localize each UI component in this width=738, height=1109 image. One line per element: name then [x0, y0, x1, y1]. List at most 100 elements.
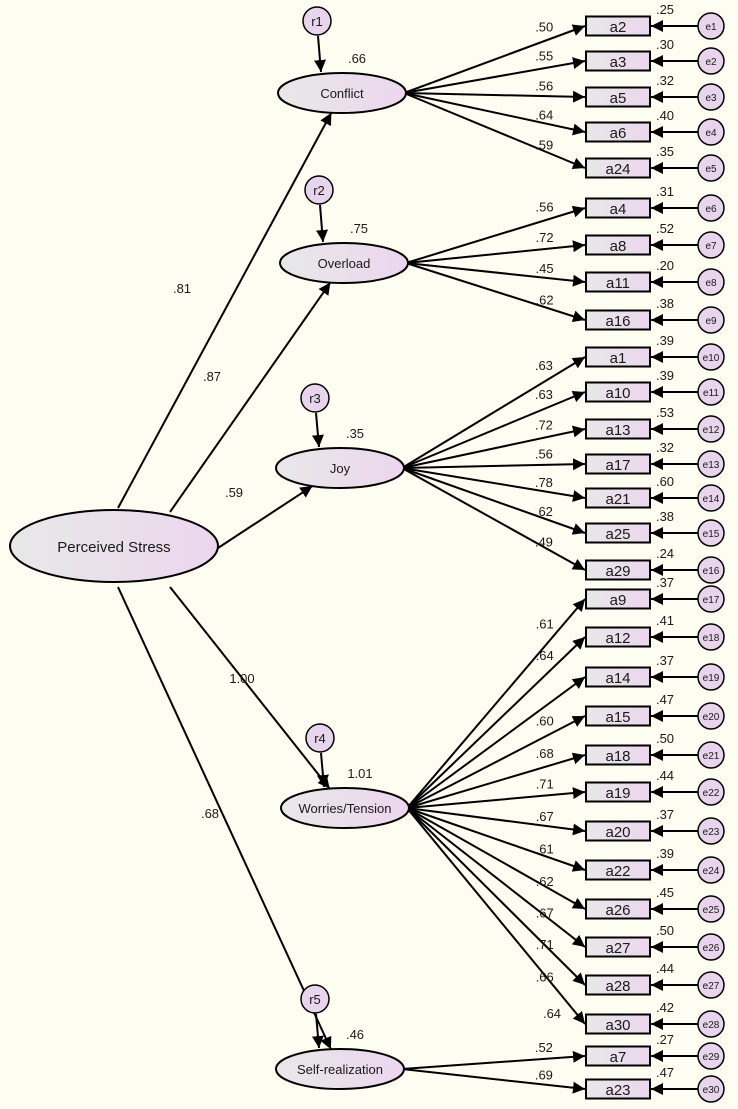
- error-circle: [697, 194, 725, 222]
- error-label: e4: [705, 128, 717, 139]
- observed-item-label: a26: [605, 902, 630, 919]
- error-circle: [697, 585, 725, 613]
- error-label: e9: [705, 316, 717, 327]
- observed-item-label: a23: [605, 1082, 630, 1099]
- error-circle: [697, 83, 725, 111]
- item-loading-label: .50: [535, 19, 553, 34]
- observed-item-label: a15: [605, 709, 630, 726]
- observed-item-label: a30: [605, 1017, 630, 1034]
- root-path-arrow: [169, 281, 332, 513]
- item-loading-arrow: [406, 807, 586, 986]
- item-loading-arrow: [405, 262, 586, 287]
- observed-item-label: a19: [605, 785, 630, 802]
- error-label: e22: [703, 788, 720, 799]
- observed-item-box: [585, 346, 651, 368]
- factor-r2-label: .46: [346, 1027, 364, 1042]
- item-r2-label: .44: [656, 768, 674, 783]
- item-loading-label: .68: [536, 746, 554, 761]
- error-circle: [697, 415, 725, 443]
- factor-r2-label: .75: [350, 221, 368, 236]
- residual-arrow: [311, 412, 324, 448]
- item-r2-label: .50: [656, 731, 674, 746]
- factor-r2-label: .66: [348, 51, 366, 66]
- item-loading-arrow: [401, 1050, 586, 1070]
- item-loading-label: .49: [535, 535, 553, 550]
- error-circle: [697, 1075, 725, 1103]
- factor-r2-label: .35: [346, 426, 364, 441]
- observed-item-label: a18: [605, 748, 630, 765]
- item-loading-label: .67: [536, 905, 554, 920]
- observed-item-box: [585, 936, 651, 958]
- observed-item-box: [585, 522, 651, 544]
- error-label: e11: [703, 388, 719, 399]
- observed-item-label: a11: [606, 275, 630, 292]
- residual-circle: [300, 383, 330, 413]
- item-loading-arrow: [406, 787, 586, 809]
- item-r2-label: .60: [656, 474, 674, 489]
- observed-item-box: [585, 744, 651, 766]
- latent-factor: [277, 72, 407, 114]
- item-loading-arrow: [401, 356, 586, 469]
- item-loading-label: .69: [535, 1068, 553, 1083]
- latent-factor: [275, 447, 405, 489]
- error-label: e3: [705, 93, 717, 104]
- error-circle: [697, 154, 725, 182]
- item-loading-label: .66: [536, 969, 554, 984]
- observed-item-label: a3: [610, 54, 627, 71]
- item-loading-label: .62: [535, 504, 553, 519]
- latent-label: Perceived Stress: [57, 539, 170, 556]
- item-loading-label: .60: [536, 714, 554, 729]
- observed-item-box: [585, 15, 651, 37]
- observed-item-box: [585, 898, 651, 920]
- item-loading-arrow: [406, 807, 586, 872]
- error-circle: [697, 556, 725, 584]
- item-r2-label: .47: [656, 692, 674, 707]
- observed-item-box: [585, 271, 651, 293]
- error-circle: [697, 895, 725, 923]
- factor-label: Joy: [330, 461, 351, 476]
- observed-item-box: [585, 381, 651, 403]
- error-label: e25: [703, 905, 720, 916]
- residual-circle: [304, 175, 334, 205]
- observed-item-label: a1: [610, 350, 627, 367]
- error-circle: [697, 484, 725, 512]
- item-r2-label: .30: [656, 37, 674, 52]
- error-label: e12: [703, 425, 720, 436]
- error-circle: [697, 12, 725, 40]
- observed-item-box: [585, 781, 651, 803]
- item-loading-arrow: [401, 458, 586, 471]
- observed-item-box: [585, 1045, 651, 1067]
- error-circle: [697, 817, 725, 845]
- item-r2-label: .37: [656, 807, 674, 822]
- item-r2-label: .40: [656, 108, 674, 123]
- observed-item-box: [585, 157, 651, 179]
- error-label: e29: [703, 1052, 720, 1063]
- item-loading-arrow: [405, 205, 586, 264]
- item-loading-label: .67: [536, 809, 554, 824]
- observed-item-box: [585, 820, 651, 842]
- item-r2-label: .37: [656, 575, 674, 590]
- item-r2-label: .38: [656, 296, 674, 311]
- residual-label: r2: [313, 183, 325, 198]
- item-loading-arrow: [405, 262, 586, 323]
- item-r2-label: .53: [656, 405, 674, 420]
- error-label: e18: [703, 633, 720, 644]
- residual-arrow: [316, 752, 329, 788]
- item-loading-arrow: [403, 24, 586, 94]
- item-loading-label: .63: [535, 387, 553, 402]
- item-loading-arrow: [401, 391, 586, 469]
- item-loading-label: .61: [536, 841, 554, 856]
- residual-label: r5: [309, 992, 321, 1007]
- item-r2-label: .32: [656, 73, 674, 88]
- item-r2-label: .39: [656, 368, 674, 383]
- observed-item-box: [585, 1078, 651, 1100]
- observed-item-label: a4: [610, 201, 627, 218]
- item-loading-arrow: [406, 807, 586, 910]
- factor-r2-label: 1.01: [347, 766, 372, 781]
- item-r2-label: .20: [656, 258, 674, 273]
- item-loading-label: .72: [536, 230, 554, 245]
- observed-item-label: a12: [605, 630, 630, 647]
- observed-item-label: a14: [605, 670, 630, 687]
- error-circle: [697, 519, 725, 547]
